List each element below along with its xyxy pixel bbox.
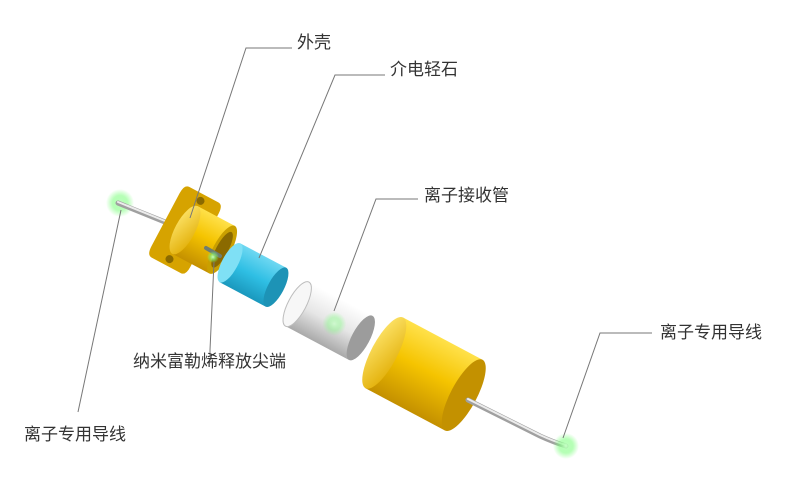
ion-tube-part xyxy=(282,281,375,361)
leader-nanotip xyxy=(209,261,215,355)
left-lead-wire xyxy=(106,189,168,225)
label-shell: 外壳 xyxy=(297,33,331,53)
leader-shell xyxy=(189,47,292,219)
leader-lines xyxy=(77,47,652,439)
leader-lead-left xyxy=(77,209,122,413)
gold-cylinder-part xyxy=(362,317,486,431)
leader-lead-right xyxy=(562,332,652,439)
leader-ion-tube xyxy=(333,198,418,312)
label-nanotip: 纳米富勒烯释放尖端 xyxy=(133,352,286,372)
label-ion-tube: 离子接收管 xyxy=(424,186,509,206)
label-lead-right: 离子专用导线 xyxy=(660,323,762,343)
label-lead-left: 离子专用导线 xyxy=(24,425,126,445)
label-dielectric: 介电轻石 xyxy=(390,60,458,80)
nanotip-pin xyxy=(204,246,222,263)
leader-dielectric xyxy=(258,74,385,259)
dielectric-part xyxy=(217,243,289,307)
right-lead-wire xyxy=(465,397,579,459)
